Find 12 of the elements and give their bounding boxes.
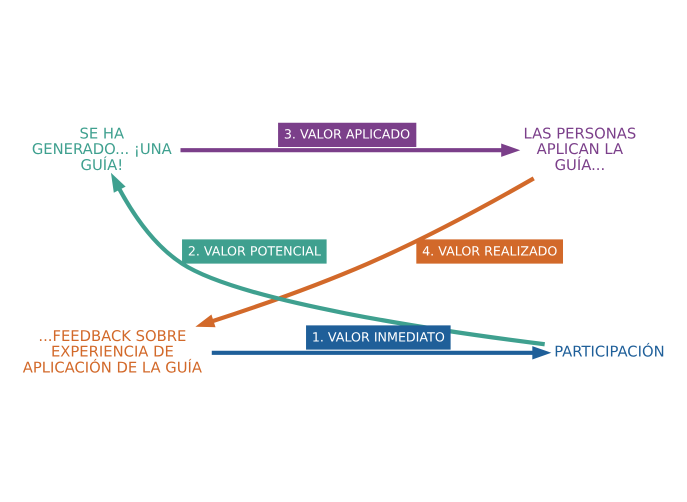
arrow: [195, 176, 535, 327]
edge-label: 1. VALOR INMEDIATO: [312, 328, 445, 344]
arrow: [180, 143, 520, 156]
edge-label: 4. VALOR REALIZADO: [422, 242, 558, 258]
node-text: LAS PERSONAS APLICAN LA GUÍA...: [524, 124, 636, 174]
node-text: SE HA GENERADO... ¡UNA GUÍA!: [32, 124, 172, 174]
node-text: PARTICIPACIÓN: [554, 343, 665, 360]
arrow: [110, 172, 545, 346]
arrow: [212, 346, 552, 359]
edge-label: 2. VALOR POTENCIAL: [188, 242, 321, 258]
node-text: ...FEEDBACK SOBRE EXPERIENCIA DE APLICACIÓN DE LA GUÍA: [22, 327, 202, 376]
edge-label: 3. VALOR APLICADO: [284, 126, 410, 142]
